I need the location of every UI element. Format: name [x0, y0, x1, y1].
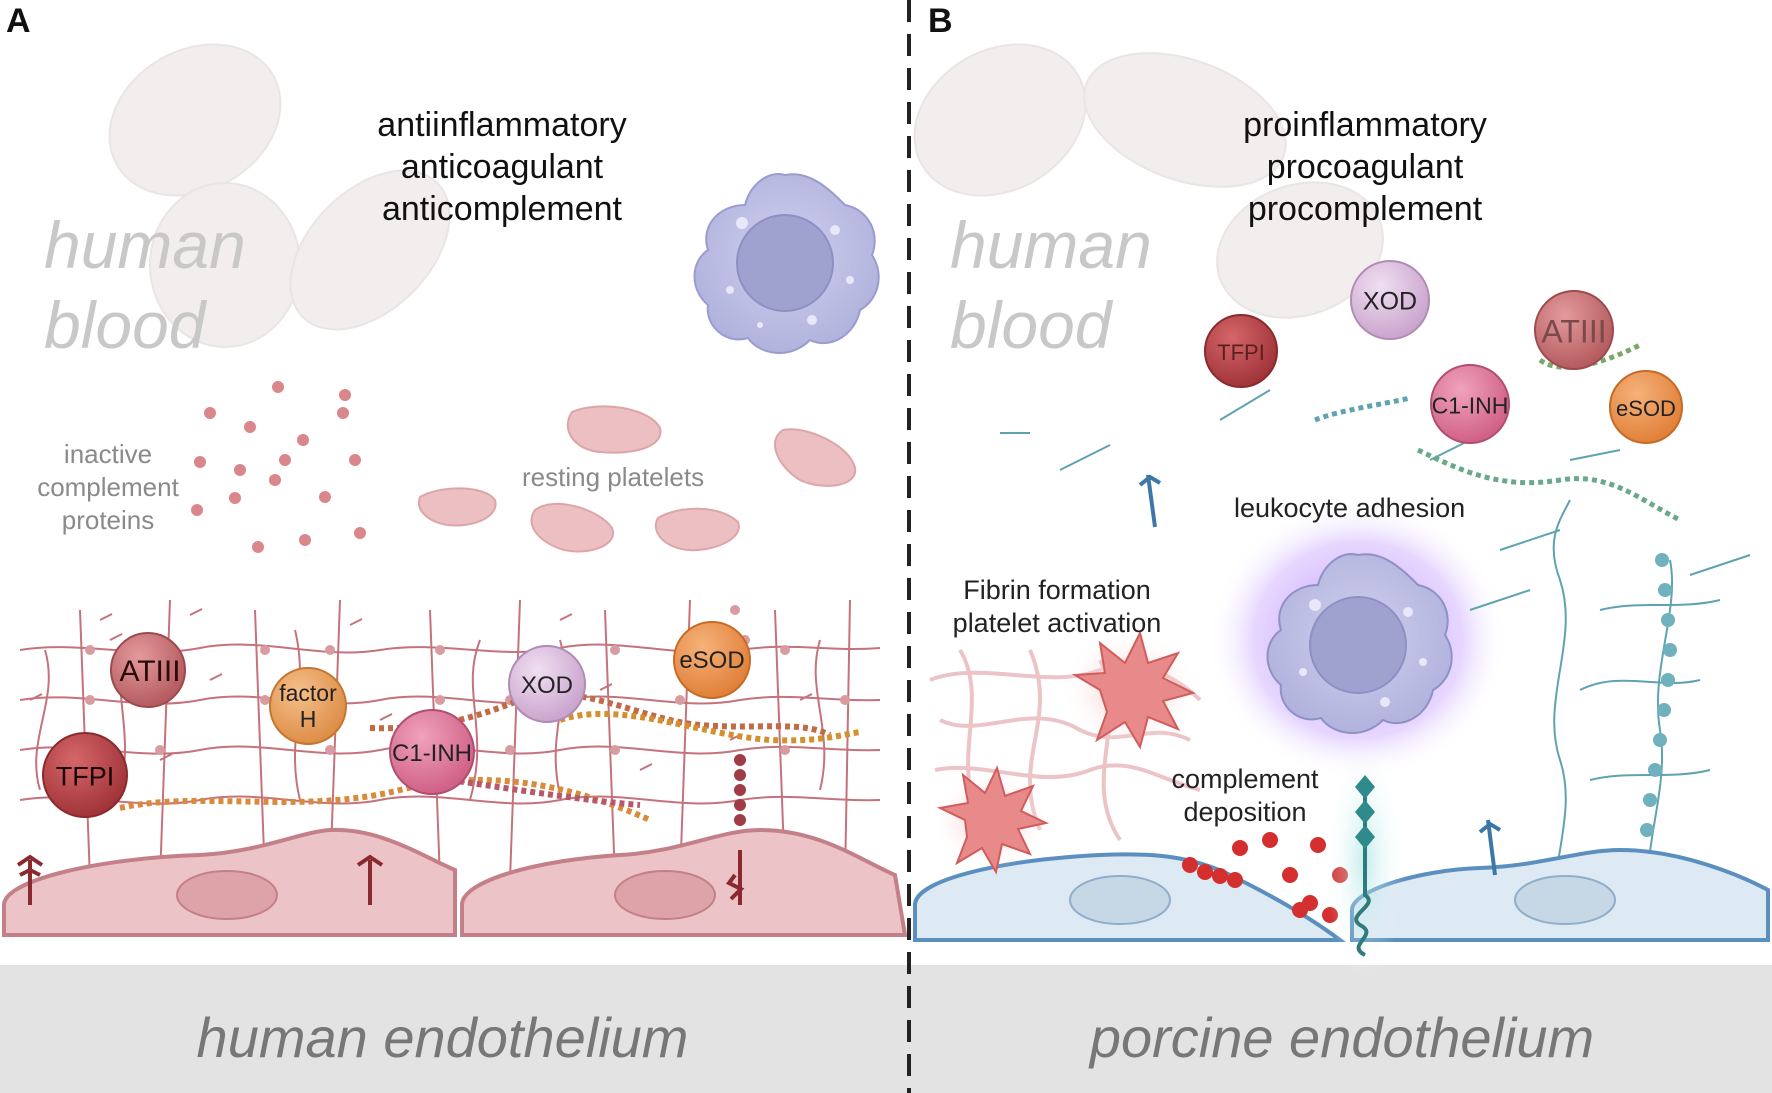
atiii-label-b: ATIII	[1541, 313, 1607, 350]
porcine-cells	[913, 847, 1770, 942]
background-erythrocytes-b	[913, 43, 1384, 319]
c1-inh-label-b: C1-INH	[1431, 392, 1509, 419]
label-line: deposition	[1183, 797, 1307, 827]
heparan-chains	[119, 691, 861, 823]
complement-deposition-label: complement deposition	[1150, 763, 1340, 829]
property-line: procomplement	[1247, 190, 1483, 228]
panel-a-letter: A	[6, 2, 31, 40]
xod-label-b: XOD	[1362, 287, 1418, 316]
molecules-a	[42, 621, 751, 818]
resting-platelets	[417, 405, 857, 553]
endothelium-floor	[0, 965, 1772, 1093]
receptors-a	[16, 850, 745, 905]
label-line: complement	[37, 472, 179, 502]
property-line: antiinflammatory	[377, 106, 627, 144]
label-line: platelet activation	[952, 608, 1162, 638]
label-line: Fibrin formation	[963, 575, 1151, 605]
panel-b-letter: B	[928, 2, 953, 40]
tfpi-label-a: TFPI	[55, 761, 115, 792]
blood-word: human	[950, 208, 1152, 282]
xod-label-a: XOD	[520, 672, 574, 699]
receptors-b	[1138, 474, 1502, 876]
inactive-complement-label: inactive complement proteins	[18, 438, 198, 537]
label-line: inactive	[63, 439, 153, 469]
label-line: complement	[1171, 764, 1319, 794]
blood-word: human	[44, 208, 246, 282]
factor-h-line: factor	[279, 680, 337, 706]
resting-platelets-label: resting platelets	[522, 462, 705, 492]
blood-word: blood	[44, 288, 206, 362]
blood-word: blood	[950, 288, 1112, 362]
property-line: procoagulant	[1266, 148, 1464, 186]
esod-label-a: eSOD	[679, 647, 745, 674]
factor-h-line: H	[299, 706, 317, 732]
human-endothelium-label: human endothelium	[196, 1006, 689, 1069]
molecules-b	[1204, 260, 1683, 444]
activated-platelets	[930, 630, 1200, 875]
property-line: proinflammatory	[1243, 106, 1487, 144]
human-blood-label-a: human blood	[44, 205, 246, 365]
atiii-label-a: ATIII	[119, 655, 181, 688]
tfpi-label-b: TFPI	[1217, 340, 1265, 365]
leukocyte-adhesion-label: leukocyte adhesion	[1234, 493, 1466, 523]
factor-h-label: factor H	[279, 680, 337, 732]
human-cells	[2, 827, 908, 937]
tissue-factor-receptor	[1325, 740, 1405, 980]
panel-a-properties: antiinflammatory anticoagulant anticompl…	[292, 104, 712, 230]
esod-label-b: eSOD	[1616, 396, 1676, 421]
inactive-complement-dots	[191, 381, 366, 553]
porcine-chains	[1314, 342, 1682, 523]
human-blood-label-b: human blood	[950, 205, 1152, 365]
label-line: proteins	[61, 505, 155, 535]
c1-inh-label-a: C1-INH	[391, 740, 473, 767]
property-line: anticomplement	[381, 190, 622, 228]
receptor-beads-a	[734, 754, 746, 826]
porcine-endothelium-label: porcine endothelium	[1089, 1006, 1595, 1069]
background-erythrocytes-a	[108, 43, 451, 348]
leukocyte-a	[693, 173, 880, 354]
panel-b-properties: proinflammatory procoagulant procompleme…	[1155, 104, 1575, 230]
fibrin-formation-label: Fibrin formation platelet activation	[922, 574, 1192, 640]
property-line: anticoagulant	[400, 148, 604, 186]
leukocyte-b	[1208, 500, 1508, 780]
